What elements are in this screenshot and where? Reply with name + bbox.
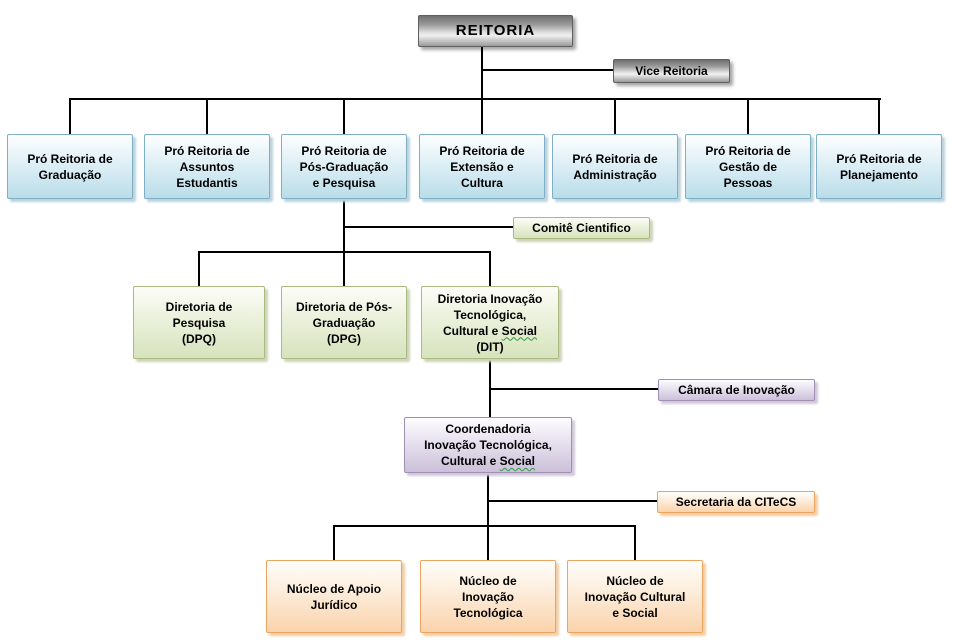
connector-drop	[333, 527, 335, 560]
connector-secretaria-branch	[487, 500, 657, 502]
connector-pro-reitorias-bus	[69, 98, 881, 100]
node-comite-cientifico: Comitê Cientifico	[513, 217, 650, 239]
connector-drop	[747, 100, 749, 134]
connector-drop	[634, 527, 636, 560]
connector-drop	[614, 100, 616, 134]
node-pro-reitoria-assuntos-estudantis: Pró Reitoria de Assuntos Estudantis	[144, 134, 270, 199]
connector-drop	[878, 100, 880, 134]
node-coordenadoria-citecs: Coordenadoria Inovação Tecnológica, Cult…	[404, 417, 572, 473]
connector-drop	[198, 253, 200, 286]
node-vice-reitoria: Vice Reitoria	[613, 59, 730, 83]
connector-drop	[343, 100, 345, 134]
node-pro-reitoria-extensao-cultura: Pró Reitoria de Extensão e Cultura	[419, 134, 545, 199]
node-pro-reitoria-gestao-pessoas: Pró Reitoria de Gestão de Pessoas	[685, 134, 811, 199]
node-diretoria-pos-graduacao-dpg: Diretoria de Pós- Graduação (DPG)	[281, 286, 407, 359]
connector-drop	[487, 527, 489, 560]
node-camara-inovacao: Câmara de Inovação	[658, 379, 815, 401]
connector-vice-reitoria-branch	[481, 69, 613, 71]
connector-drop	[343, 253, 345, 286]
node-pro-reitoria-graduacao: Pró Reitoria de Graduação	[7, 134, 133, 199]
node-pro-reitoria-pos-graduacao-pesquisa: Pró Reitoria de Pós-Graduação e Pesquisa	[281, 134, 407, 199]
node-label: Diretoria Inovação Tecnológica, Cultural…	[438, 291, 543, 355]
connector-comite-branch	[343, 226, 513, 228]
connector-reitoria-stem	[481, 47, 483, 100]
connector-drop	[481, 100, 483, 134]
node-nucleo-apoio-juridico: Núcleo de Apoio Jurídico	[266, 560, 402, 633]
node-secretaria-citecs: Secretaria da CITeCS	[657, 491, 815, 513]
node-diretoria-pesquisa-dpq: Diretoria de Pesquisa (DPQ)	[133, 286, 265, 359]
node-nucleo-inovacao-tecnologica: Núcleo de Inovação Tecnológica	[420, 560, 556, 633]
connector-drop	[489, 253, 491, 286]
node-reitoria: REITORIA	[418, 15, 573, 47]
connector-drop	[206, 100, 208, 134]
label-part: Coordenadoria Inovação Tecnológica, Cult…	[424, 422, 552, 468]
connector-diretorias-bus	[198, 251, 491, 253]
node-pro-reitoria-administracao: Pró Reitoria de Administração	[552, 134, 678, 199]
label-part-spellcheck: Social	[499, 454, 536, 468]
label-part: Diretoria Inovação Tecnológica, Cultural…	[437, 291, 543, 338]
connector-nucleos-bus	[333, 525, 636, 527]
label-part: (DIT)	[476, 339, 504, 354]
connector-camara-branch	[489, 388, 658, 390]
node-label: Coordenadoria Inovação Tecnológica, Cult…	[424, 421, 552, 469]
node-nucleo-inovacao-cultural-social: Núcleo de Inovação Cultural e Social	[567, 560, 703, 633]
label-part-spellcheck: Social	[501, 323, 538, 338]
node-diretoria-inovacao-dit: Diretoria Inovação Tecnológica, Cultural…	[421, 286, 559, 359]
node-pro-reitoria-planejamento: Pró Reitoria de Planejamento	[816, 134, 942, 199]
connector-drop	[69, 100, 71, 134]
